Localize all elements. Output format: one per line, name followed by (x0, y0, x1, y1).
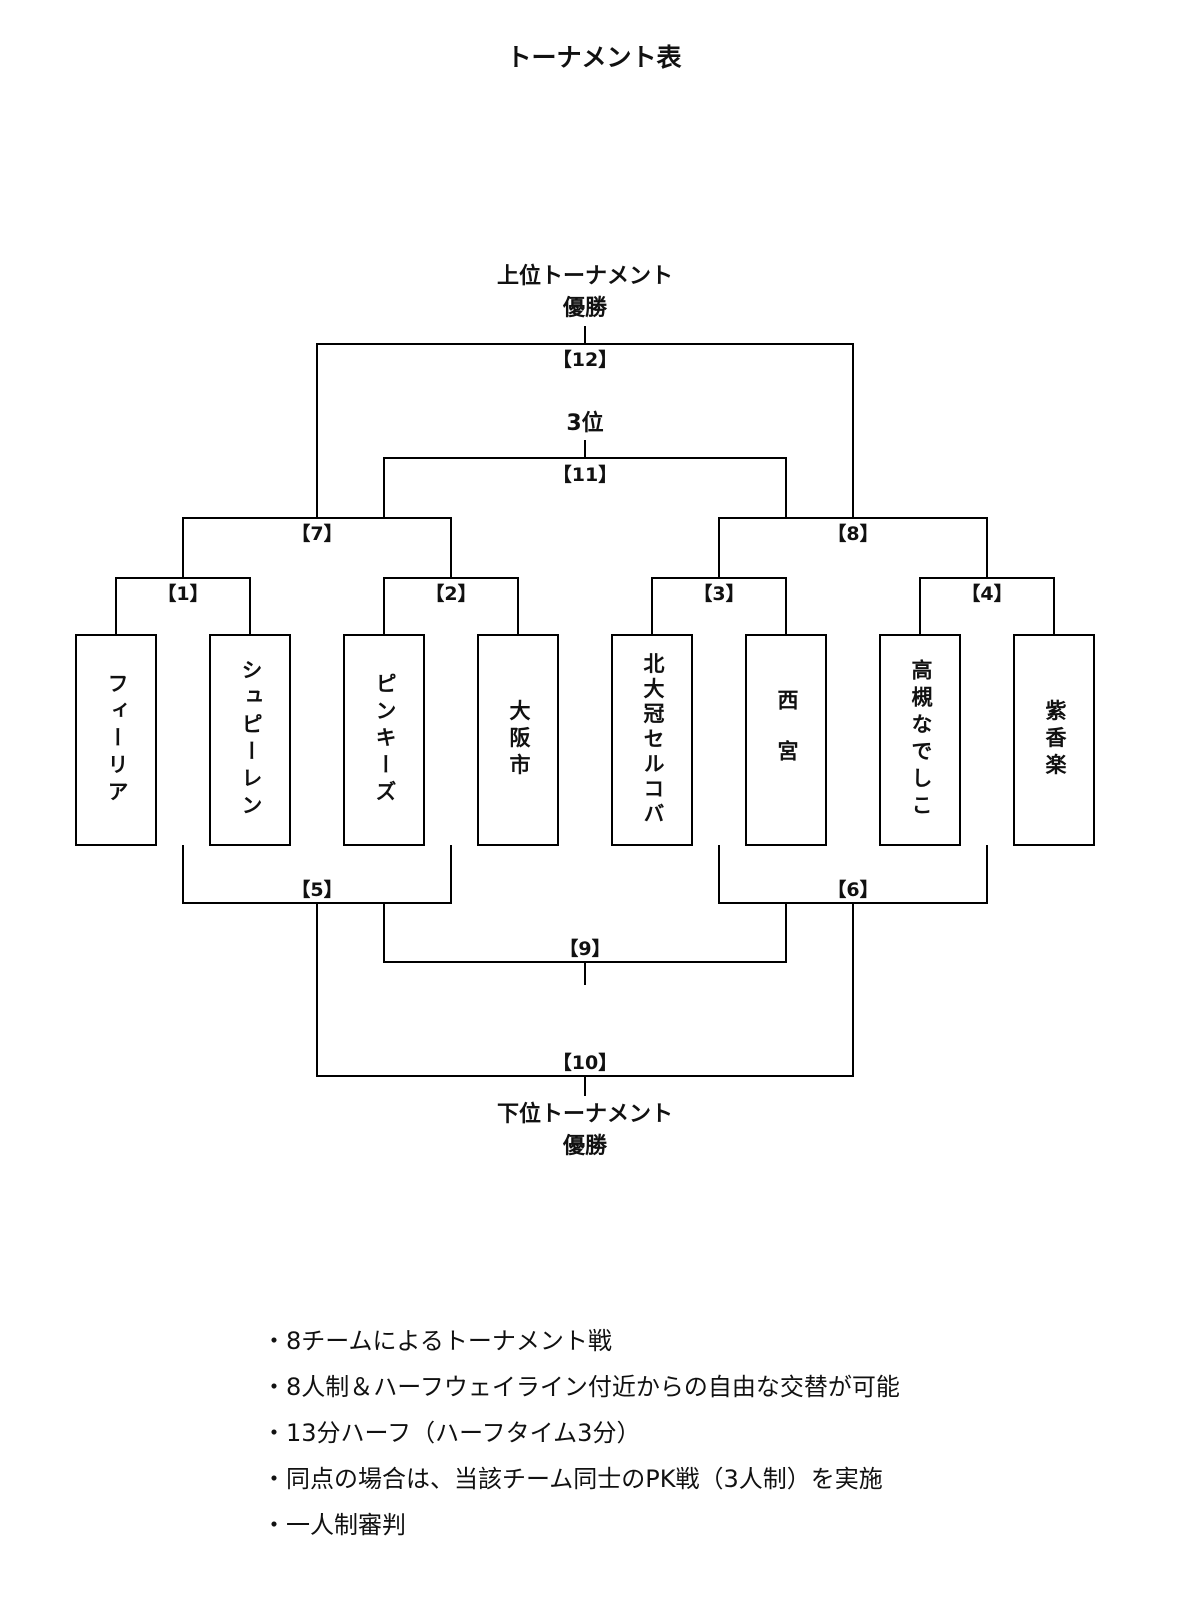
match-label-m3: 【3】 (693, 582, 744, 605)
team-box-2 (209, 634, 291, 846)
team-name-6: 西宮 (775, 689, 799, 791)
match-label-m10: 【10】 (553, 1051, 617, 1074)
bracket-line-m10 (316, 903, 854, 1077)
team-name-2: シュピーレン (239, 659, 263, 821)
team-name-7: 高槻なでしこ (909, 658, 933, 821)
list-item: 同点の場合は、当該チーム同士のPK戦（3人制）を実施 (262, 1456, 900, 1502)
team-box-7 (879, 634, 961, 846)
team-box-8 (1013, 634, 1095, 846)
match-label-m7: 【7】 (291, 522, 342, 545)
match-label-m11: 【11】 (553, 463, 617, 486)
team-name-8: 紫香楽 (1043, 700, 1067, 781)
team-name-5: 北大冠セルコバ (641, 653, 665, 828)
match-label-m5: 【5】 (291, 878, 342, 901)
list-item: 一人制審判 (262, 1502, 900, 1548)
match-label-m8: 【8】 (827, 522, 878, 545)
lower-final-label-line2: 優勝 (562, 1134, 608, 1159)
team-name-1: フィーリア (105, 673, 129, 808)
match-label-m2: 【2】 (425, 582, 476, 605)
list-item: 8チームによるトーナメント戦 (262, 1318, 900, 1364)
page-title: トーナメント表 (506, 43, 682, 72)
team-box-3 (343, 634, 425, 846)
third-place-label: 3位 (566, 410, 603, 436)
rules-list: 8チームによるトーナメント戦 8人制＆ハーフウェイライン付近からの自由な交替が可… (262, 1318, 900, 1548)
match-label-m4: 【4】 (961, 582, 1012, 605)
team-name-4: 大阪市 (507, 700, 531, 781)
upper-final-label-line1: 上位トーナメント (497, 263, 673, 289)
team-box-5 (611, 634, 693, 846)
match-label-m9: 【9】 (559, 937, 610, 960)
list-item: 13分ハーフ（ハーフタイム3分） (262, 1410, 900, 1456)
match-label-m6: 【6】 (827, 878, 878, 901)
lower-final-label-line1: 下位トーナメント (497, 1101, 673, 1127)
team-boxes (75, 634, 1095, 846)
team-box-4 (477, 634, 559, 846)
list-item: 8人制＆ハーフウェイライン付近からの自由な交替が可能 (262, 1364, 900, 1410)
team-box-6 (745, 634, 827, 846)
bracket-lines (115, 326, 1055, 1096)
match-label-m12: 【12】 (553, 348, 617, 371)
upper-final-label-line2: 優勝 (562, 296, 608, 321)
team-name-3: ピンキーズ (373, 673, 397, 808)
match-label-m1: 【1】 (157, 582, 208, 605)
team-box-1 (75, 634, 157, 846)
